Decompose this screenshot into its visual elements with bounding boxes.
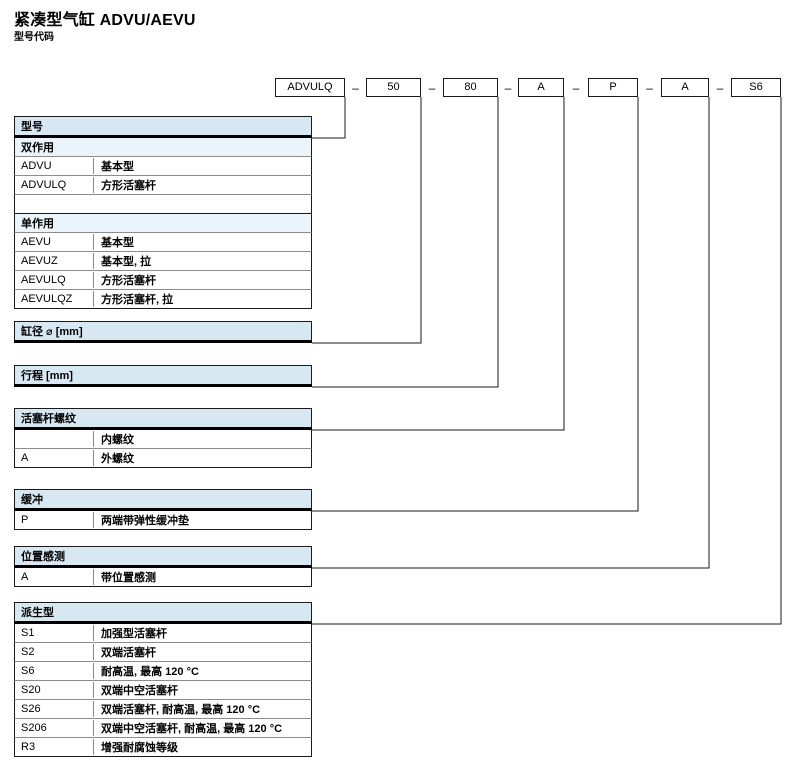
table-row: AEVUZ 基本型, 拉: [14, 252, 312, 271]
code-box-2[interactable]: 80: [443, 78, 498, 97]
connector-variants: [312, 97, 782, 625]
connector-bore: [312, 97, 422, 344]
cell-description: 双端中空活塞杆: [93, 682, 311, 698]
cell-description: 耐高温, 最高 120 °C: [93, 663, 311, 679]
cell-code: ADVU: [21, 160, 52, 172]
page-subtitle: 型号代码: [14, 32, 54, 43]
connector-piston-rod-thread: [312, 97, 565, 431]
group-subheader: 单作用: [14, 214, 312, 233]
cell-code: AEVULQZ: [21, 293, 73, 305]
connector-model: [312, 97, 346, 139]
section-rule-piston-rod-thread: [14, 427, 312, 430]
cell-description: 加强型活塞杆: [93, 625, 311, 641]
cell-code: S2: [21, 646, 35, 658]
section-header-bore: 缸径 ⌀ [mm]: [14, 321, 312, 340]
section-header-piston-rod-thread: 活塞杆螺纹: [14, 408, 312, 427]
table-row: A 带位置感测: [14, 568, 312, 587]
cell-description: 带位置感测: [93, 569, 311, 585]
section-position-sensing: 位置感测 A 带位置感测: [14, 546, 312, 587]
code-box-4[interactable]: P: [588, 78, 638, 97]
section-header-model: 型号: [14, 116, 312, 135]
section-header-stroke: 行程 [mm]: [14, 365, 312, 384]
spacer-row: [14, 195, 312, 214]
connector-position-sensing: [312, 97, 710, 569]
table-row: S26 双端活塞杆, 耐高温, 最高 120 °C: [14, 700, 312, 719]
page-title: 紧凑型气缸 ADVU/AEVU: [14, 12, 196, 29]
table-row: P 两端带弹性缓冲垫: [14, 511, 312, 530]
section-rule-bore: [14, 340, 312, 343]
cell-description: 外螺纹: [93, 450, 311, 466]
group-subheader: 双作用: [14, 138, 312, 157]
table-row: S6 耐高温, 最高 120 °C: [14, 662, 312, 681]
section-header-position-sensing: 位置感测: [14, 546, 312, 565]
cell-code: S206: [21, 722, 47, 734]
code-box-5[interactable]: A: [661, 78, 709, 97]
table-row: ADVULQ 方形活塞杆: [14, 176, 312, 195]
cell-code: S6: [21, 665, 35, 677]
section-rule-cushioning: [14, 508, 312, 511]
table-row: S1 加强型活塞杆: [14, 624, 312, 643]
table-row: ADVU 基本型: [14, 157, 312, 176]
section-piston-rod-thread: 活塞杆螺纹内螺纹 A 外螺纹: [14, 408, 312, 468]
cell-description: 双端活塞杆: [93, 644, 311, 660]
connector-stroke: [312, 97, 499, 388]
cell-code: AEVUZ: [21, 255, 58, 267]
cell-code: AEVULQ: [21, 274, 66, 286]
table-row: S20 双端中空活塞杆: [14, 681, 312, 700]
cell-description: 基本型: [93, 234, 311, 250]
cell-description: 方形活塞杆: [93, 272, 311, 288]
table-row: A 外螺纹: [14, 449, 312, 468]
section-variants: 派生型 S1 加强型活塞杆 S2 双端活塞杆 S6 耐高温, 最高 120 °C S20 双端中…: [14, 602, 312, 757]
cell-code: S26: [21, 703, 41, 715]
cell-code: R3: [21, 741, 36, 753]
cell-description: 内螺纹: [93, 431, 311, 447]
cell-code: A: [21, 452, 29, 464]
code-box-3[interactable]: A: [518, 78, 564, 97]
cell-code: S20: [21, 684, 41, 696]
cell-description: 两端带弹性缓冲垫: [93, 512, 311, 528]
table-row: S206 双端中空活塞杆, 耐高温, 最高 120 °C: [14, 719, 312, 738]
table-row: AEVULQZ 方形活塞杆, 拉: [14, 290, 312, 309]
cell-code: A: [21, 571, 29, 583]
table-row: R3 增强耐腐蚀等级: [14, 738, 312, 757]
cell-description: 基本型: [93, 158, 311, 174]
section-stroke: 行程 [mm]: [14, 365, 312, 387]
code-box-0[interactable]: ADVULQ: [275, 78, 345, 97]
cell-code: P: [21, 514, 29, 526]
cell-description: 方形活塞杆, 拉: [93, 291, 311, 307]
cell-code: AEVU: [21, 236, 51, 248]
section-cushioning: 缓冲 P 两端带弹性缓冲垫: [14, 489, 312, 530]
cell-description: 基本型, 拉: [93, 253, 311, 269]
table-row: S2 双端活塞杆: [14, 643, 312, 662]
cell-description: 方形活塞杆: [93, 177, 311, 193]
code-box-6[interactable]: S6: [731, 78, 781, 97]
cell-description: 双端中空活塞杆, 耐高温, 最高 120 °C: [93, 720, 311, 736]
cell-code: ADVULQ: [21, 179, 67, 191]
cell-description: 双端活塞杆, 耐高温, 最高 120 °C: [93, 701, 311, 717]
code-box-1[interactable]: 50: [366, 78, 421, 97]
section-bore: 缸径 ⌀ [mm]: [14, 321, 312, 343]
section-rule-position-sensing: [14, 565, 312, 568]
cell-description: 增强耐腐蚀等级: [93, 739, 311, 755]
cell-code: S1: [21, 627, 35, 639]
section-header-variants: 派生型: [14, 602, 312, 621]
connector-cushioning: [312, 97, 639, 512]
section-rule-variants: [14, 621, 312, 624]
table-row: 内螺纹: [14, 430, 312, 449]
table-row: AEVU 基本型: [14, 233, 312, 252]
section-rule-stroke: [14, 384, 312, 387]
section-header-cushioning: 缓冲: [14, 489, 312, 508]
section-rule-model: [14, 135, 312, 138]
table-row: AEVULQ 方形活塞杆: [14, 271, 312, 290]
